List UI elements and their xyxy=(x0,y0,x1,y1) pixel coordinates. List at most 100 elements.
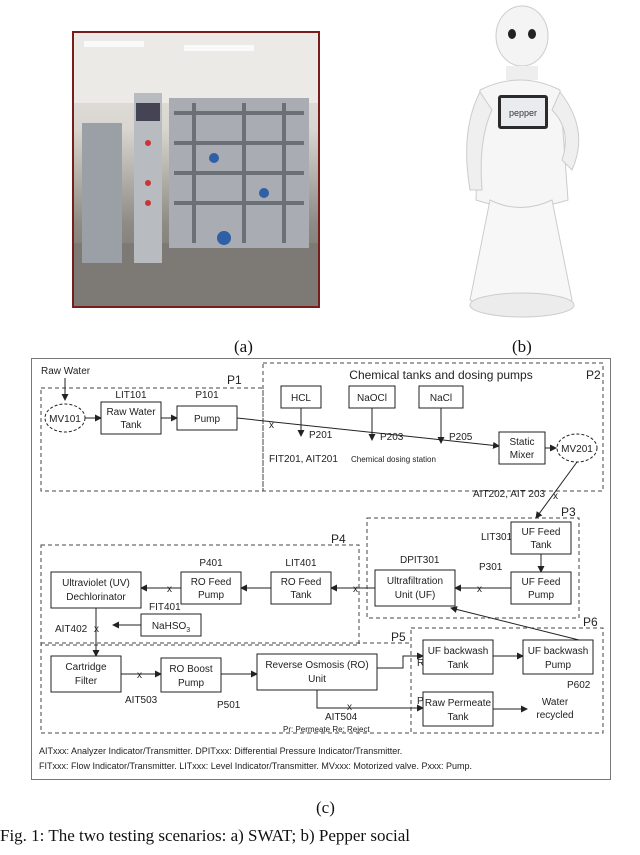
raw-tank-l2: Tank xyxy=(120,420,142,431)
mv101-label: MV101 xyxy=(49,414,81,425)
uf-feed-pump-l2: Pump xyxy=(528,590,555,601)
stage-p1-label: P1 xyxy=(227,373,242,387)
pepper-robot-image: pepper xyxy=(466,5,580,318)
raw-tank-l1: Raw Water xyxy=(106,407,156,418)
ro-feed-pump xyxy=(180,571,242,605)
uf-bw-tank-l1: UF backwash xyxy=(428,646,489,657)
stage-p6-box xyxy=(410,627,604,734)
ro-boost-pump xyxy=(160,657,222,693)
stage-p3-box xyxy=(366,517,580,619)
pump-label: Pump xyxy=(194,414,221,425)
stage-p2-label: P2 xyxy=(586,368,601,382)
uf-feed-pump-l1: UF Feed xyxy=(522,577,561,588)
cartridge-l2: Filter xyxy=(75,676,98,687)
stage-p6-label: P6 xyxy=(583,615,598,629)
water-recycled-l2: recycled xyxy=(536,710,573,721)
uf-unit-l1: Ultrafiltration xyxy=(387,576,443,587)
ro-feed-tank-l1: RO Feed xyxy=(281,577,322,588)
x-mark-5: x xyxy=(167,584,172,595)
uf-feed-pump xyxy=(510,571,572,605)
raw-water-tank xyxy=(100,401,162,435)
x-mark-1: x xyxy=(269,420,274,431)
ait402-label: AIT402 xyxy=(55,624,88,635)
caption-a: (a) xyxy=(234,337,253,356)
cartridge-l1: Cartridge xyxy=(65,662,107,673)
cartridge-filter xyxy=(50,655,122,693)
stage-p4-label: P4 xyxy=(331,532,346,546)
uf-feed-tank xyxy=(510,521,572,555)
uf-bw-pump-l1: UF backwash xyxy=(528,646,589,657)
fit401-label: FIT401 xyxy=(149,602,181,613)
uf-feed-tank-l1: UF Feed xyxy=(522,527,561,538)
ait503-label: AIT503 xyxy=(125,695,158,706)
static-mixer-l1: Static xyxy=(509,437,534,448)
pepper-screen-text: pepper xyxy=(509,108,537,118)
figure-caption: Fig. 1: The two testing scenarios: a) SW… xyxy=(0,826,410,845)
stage-p1-box xyxy=(40,387,264,492)
ro-boost-l1: RO Boost xyxy=(169,664,213,675)
ro-unit-l2: Unit xyxy=(308,674,326,685)
hcl-label: HCL xyxy=(291,393,311,404)
ait504-label: AIT504 xyxy=(325,712,358,723)
x-mark-3: x xyxy=(477,584,482,595)
stage-p5-label: P5 xyxy=(391,630,406,644)
lit401-label: LIT401 xyxy=(285,558,317,569)
swat-process-diagram: Chemical tanks and dosing pumps P1 P2 P3… xyxy=(31,358,611,780)
pr-label: Pr xyxy=(417,696,428,707)
stage-p3-label: P3 xyxy=(561,505,576,519)
lit101-label: LIT101 xyxy=(115,390,147,401)
water-recycled-l1: Water xyxy=(542,697,569,708)
ro-feed-pump-l2: Pump xyxy=(198,590,225,601)
raw-permeate-l1: Raw Permeate xyxy=(425,698,492,709)
swat-plant-photo xyxy=(72,31,320,308)
ro-feed-tank xyxy=(270,571,332,605)
pr-re-note: Pr: Permeate Re: Reject xyxy=(283,725,370,734)
legend-line-1: AITxxx: Analyzer Indicator/Transmitter. … xyxy=(39,746,402,756)
lit301-label: LIT301 xyxy=(481,532,513,543)
diagram-title: Chemical tanks and dosing pumps xyxy=(349,368,532,382)
raw-permeate-tank xyxy=(422,691,494,727)
ait202-label: AIT202, AIT 203 xyxy=(473,489,546,500)
fit201-label: FIT201, AIT201 xyxy=(269,454,338,465)
dosing-station-label: Chemical dosing station xyxy=(351,455,436,464)
naocl-label: NaOCl xyxy=(357,393,387,404)
uv-dechlorinator xyxy=(50,571,142,609)
x-mark-8: x xyxy=(347,702,352,713)
p101-label: P101 xyxy=(195,390,219,401)
x-mark-4: x xyxy=(353,584,358,595)
nacl-label: NaCl xyxy=(430,393,452,404)
ro-feed-pump-l1: RO Feed xyxy=(191,577,232,588)
ro-unit-l1: Reverse Osmosis (RO) xyxy=(265,660,368,671)
p203-label: P203 xyxy=(380,432,404,443)
uf-unit-l2: Unit (UF) xyxy=(395,590,436,601)
p301-label: P301 xyxy=(479,562,503,573)
raw-water-label: Raw Water xyxy=(41,366,91,377)
p205-label: P205 xyxy=(449,432,473,443)
static-mixer-l2: Mixer xyxy=(510,450,535,461)
uf-feed-tank-l2: Tank xyxy=(530,540,552,551)
p401-label: P401 xyxy=(199,558,223,569)
uv-l1: Ultraviolet (UV) xyxy=(62,578,130,589)
uf-backwash-pump xyxy=(522,639,594,675)
ro-unit xyxy=(256,653,378,691)
p602-label: P602 xyxy=(567,680,591,691)
p501-label: P501 xyxy=(217,700,241,711)
dpit301-label: DPIT301 xyxy=(400,555,440,566)
uf-backwash-tank xyxy=(422,639,494,675)
nahso3-label: NaHSO3 xyxy=(152,621,190,634)
caption-c: (c) xyxy=(316,798,335,817)
stage-p4-box xyxy=(40,544,360,646)
ro-boost-l2: Pump xyxy=(178,678,205,689)
ro-feed-tank-l2: Tank xyxy=(290,590,312,601)
x-mark-2: x xyxy=(553,491,558,502)
caption-b: (b) xyxy=(512,337,532,356)
legend-line-2: FITxxx: Flow Indicator/Transmitter. LITx… xyxy=(39,761,472,771)
uf-bw-pump-l2: Pump xyxy=(545,660,572,671)
raw-permeate-l2: Tank xyxy=(447,712,469,723)
uv-l2: Dechlorinator xyxy=(66,592,126,603)
stage-p2-box xyxy=(262,362,604,492)
x-mark-7: x xyxy=(137,670,142,681)
uf-unit xyxy=(374,569,456,607)
p201-label: P201 xyxy=(309,430,333,441)
mv201-label: MV201 xyxy=(561,444,593,455)
